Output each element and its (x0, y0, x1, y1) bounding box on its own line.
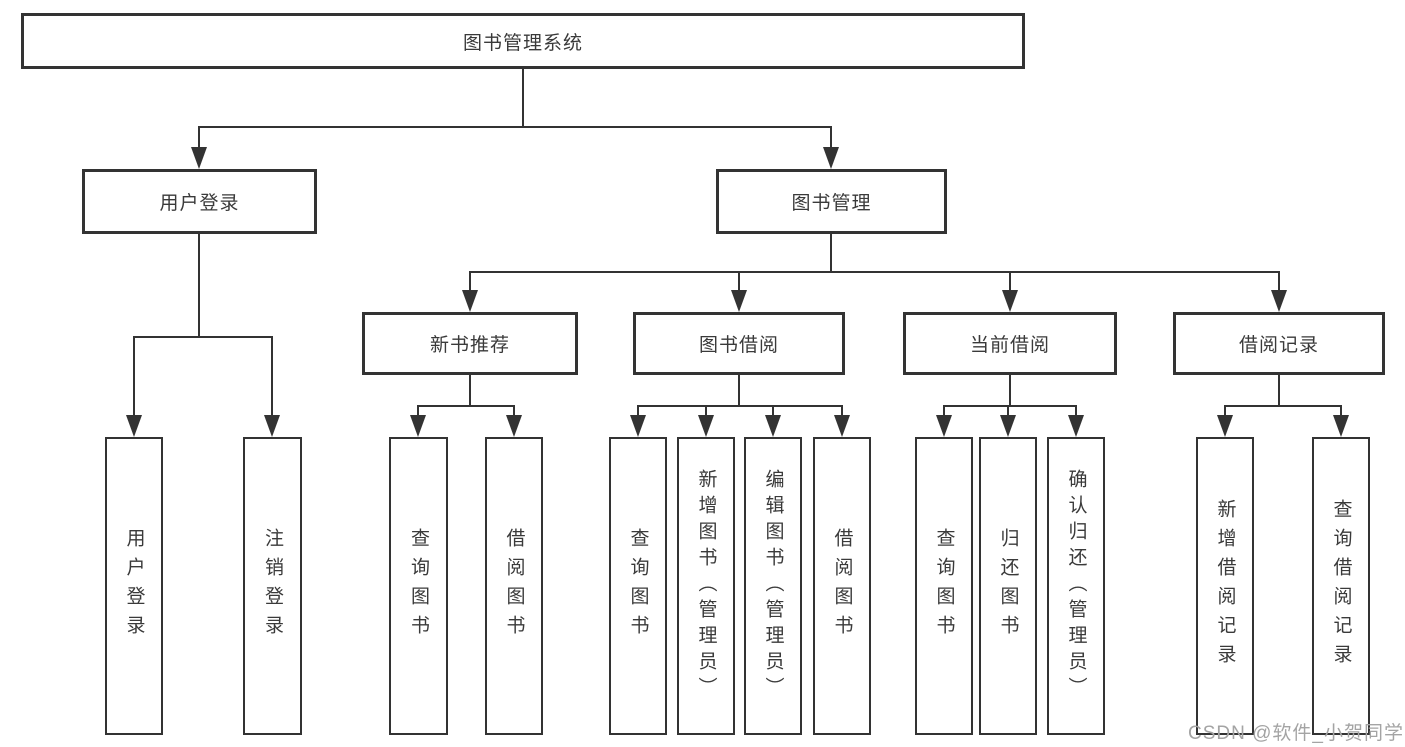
leaf-user-login: 用户登录 (105, 437, 163, 735)
node-new-book-rec-label: 新书推荐 (429, 335, 510, 356)
node-root: 图书管理系统 (21, 13, 1025, 69)
leaf-query-book-a-label: 查询图书 (408, 528, 429, 644)
leaf-user-login-label: 用户登录 (123, 528, 145, 644)
connector-drop-line (271, 336, 273, 416)
connector-book-mgmt-branch (470, 271, 1280, 273)
connector-user-login-stub (198, 234, 200, 336)
connector-book-borrow-stub (738, 375, 740, 405)
leaf-query-book-b: 查询图书 (609, 437, 667, 735)
leaf-borrow-book-a: 借阅图书 (485, 437, 543, 735)
connector-borrow-records-branch (1224, 405, 1342, 407)
node-book-borrow-label: 图书借阅 (698, 335, 779, 356)
node-borrow-records-label: 借阅记录 (1238, 335, 1319, 356)
leaf-add-borrow-record: 新增借阅记录 (1196, 437, 1254, 735)
leaf-add-borrow-record-label: 新增借阅记录 (1214, 499, 1236, 673)
connector-drop-line (469, 271, 471, 292)
leaf-add-book-admin: 新增图书（管理员） (677, 437, 735, 735)
arrow-down-icon (191, 147, 207, 169)
arrow-down-icon (823, 147, 839, 169)
node-new-book-rec: 新书推荐 (362, 312, 578, 375)
connector-drop-line (830, 126, 832, 149)
leaf-query-borrow-record-label: 查询借阅记录 (1330, 499, 1352, 673)
arrow-down-icon (264, 415, 280, 437)
connector-drop-line (1009, 271, 1011, 292)
connector-drop-line (1278, 271, 1280, 292)
connector-current-borrow-branch (943, 405, 1077, 407)
node-current-borrow: 当前借阅 (903, 312, 1117, 375)
connector-drop-line (198, 126, 200, 149)
arrow-down-icon (410, 415, 426, 437)
arrow-down-icon (462, 290, 478, 312)
connector-root-branch (199, 126, 832, 128)
node-book-borrow: 图书借阅 (633, 312, 845, 375)
connector-book-borrow-branch (637, 405, 843, 407)
node-user-login: 用户登录 (82, 169, 317, 234)
arrow-down-icon (1271, 290, 1287, 312)
arrow-down-icon (698, 415, 714, 437)
leaf-logout-label: 注销登录 (262, 528, 283, 644)
leaf-query-book-c: 查询图书 (915, 437, 973, 735)
arrow-down-icon (1068, 415, 1084, 437)
node-book-mgmt-label: 图书管理 (791, 193, 872, 214)
connector-drop-line (705, 405, 707, 416)
connector-new-book-rec-stub (469, 375, 471, 405)
arrow-down-icon (834, 415, 850, 437)
arrow-down-icon (1002, 290, 1018, 312)
arrow-down-icon (1000, 415, 1016, 437)
arrow-down-icon (630, 415, 646, 437)
leaf-query-book-c-label: 查询图书 (933, 528, 955, 644)
connector-drop-line (637, 405, 639, 416)
leaf-logout: 注销登录 (243, 437, 302, 735)
connector-drop-line (738, 271, 740, 292)
arrow-down-icon (1333, 415, 1349, 437)
leaf-query-borrow-record: 查询借阅记录 (1312, 437, 1370, 735)
arrow-down-icon (1217, 415, 1233, 437)
connector-book-mgmt-stub (830, 234, 832, 271)
leaf-return-book: 归还图书 (979, 437, 1037, 735)
leaf-return-book-label: 归还图书 (997, 528, 1019, 644)
leaf-borrow-book-b-label: 借阅图书 (831, 528, 853, 644)
leaf-borrow-book-a-label: 借阅图书 (503, 528, 525, 644)
leaf-edit-book-admin: 编辑图书（管理员） (744, 437, 802, 735)
node-current-borrow-label: 当前借阅 (969, 335, 1050, 356)
arrow-down-icon (506, 415, 522, 437)
leaf-edit-book-admin-label: 编辑图书（管理员） (762, 469, 784, 703)
leaf-query-book-a: 查询图书 (389, 437, 448, 735)
connector-drop-line (1224, 405, 1226, 416)
arrow-down-icon (936, 415, 952, 437)
arrow-down-icon (731, 290, 747, 312)
node-book-mgmt: 图书管理 (716, 169, 947, 234)
connector-drop-line (1340, 405, 1342, 416)
leaf-confirm-return-admin-label: 确认归还（管理员） (1065, 469, 1087, 703)
connector-drop-line (417, 405, 419, 416)
leaf-borrow-book-b: 借阅图书 (813, 437, 871, 735)
connector-drop-line (943, 405, 945, 416)
node-user-login-label: 用户登录 (159, 193, 240, 214)
node-root-label: 图书管理系统 (462, 32, 583, 54)
arrow-down-icon (126, 415, 142, 437)
node-borrow-records: 借阅记录 (1173, 312, 1385, 375)
connector-drop-line (133, 336, 135, 416)
connector-borrow-records-stub (1278, 375, 1280, 405)
csdn-watermark: CSDN @软件_小贺同学 (1188, 723, 1404, 744)
arrow-down-icon (765, 415, 781, 437)
connector-drop-line (1075, 405, 1077, 416)
leaf-query-book-b-label: 查询图书 (627, 528, 649, 644)
connector-new-book-rec-branch (418, 405, 515, 407)
connector-user-login-branch (133, 336, 273, 338)
connector-drop-line (841, 405, 843, 416)
connector-drop-line (772, 405, 774, 416)
connector-drop-line (1007, 405, 1009, 416)
leaf-add-book-admin-label: 新增图书（管理员） (695, 469, 717, 703)
connector-drop-line (513, 405, 515, 416)
connector-root-stub (522, 69, 524, 126)
connector-current-borrow-stub (1009, 375, 1011, 405)
leaf-confirm-return-admin: 确认归还（管理员） (1047, 437, 1105, 735)
